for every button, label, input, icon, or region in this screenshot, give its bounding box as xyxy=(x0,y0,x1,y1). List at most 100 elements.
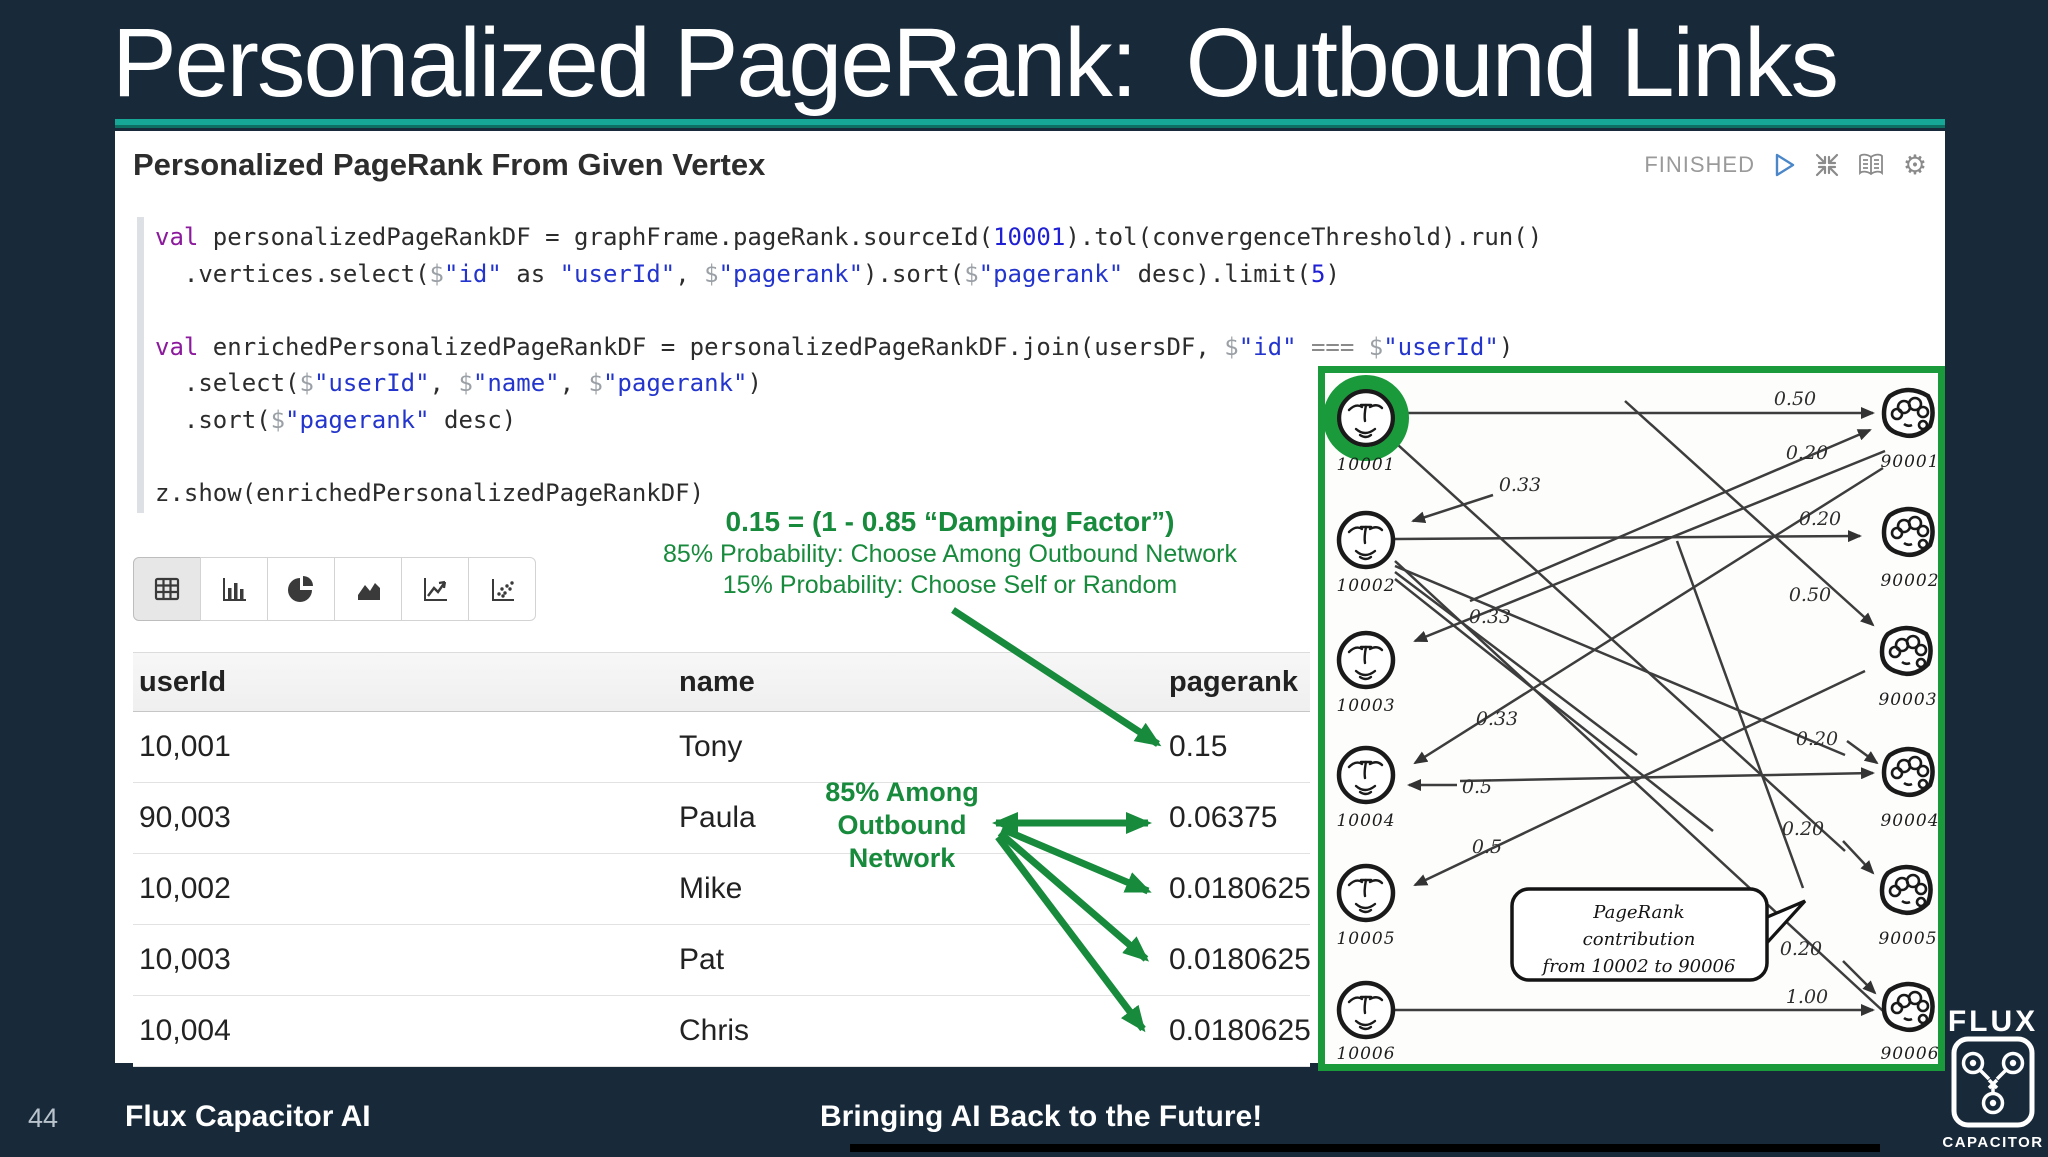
edge-weight-label: 0.20 xyxy=(1799,508,1841,530)
table-cell: 0.06375 xyxy=(1169,801,1278,834)
code-line: val enrichedPersonalizedPageRankDF = per… xyxy=(155,332,1514,361)
chart-tab-pie-chart[interactable] xyxy=(267,557,335,621)
table-header-row: userId name pagerank xyxy=(133,652,1310,712)
node-label: 10005 xyxy=(1336,929,1395,949)
item-node-icon xyxy=(1882,867,1931,913)
edge-weight-label: 0.20 xyxy=(1786,442,1828,464)
outbound-annotation: 85% Among Outbound Network xyxy=(812,776,992,875)
user-node-icon xyxy=(1339,983,1393,1037)
user-node-icon xyxy=(1339,391,1393,445)
code-line: z.show(enrichedPersonalizedPageRankDF) xyxy=(155,478,705,507)
bottom-bar xyxy=(850,1144,1880,1152)
gear-icon[interactable]: ⚙ xyxy=(1902,149,1928,180)
paragraph-status-row: FINISHED ⚙ xyxy=(1644,149,1931,181)
user-node-icon xyxy=(1339,748,1393,802)
code-line xyxy=(155,292,1542,329)
outbound-annotation-line2: Outbound xyxy=(837,810,967,840)
damping-annotation-line3: 15% Probability: Choose Self or Random xyxy=(722,571,1178,599)
node-label: 90001 xyxy=(1880,452,1938,472)
code-line: .sort($"pagerank" desc) xyxy=(155,405,517,434)
book-icon[interactable] xyxy=(1855,149,1887,181)
collapse-icon[interactable] xyxy=(1811,149,1843,181)
node-label: 10001 xyxy=(1336,455,1395,475)
table-cell: 10,003 xyxy=(139,943,231,976)
bubble-line: contribution xyxy=(1583,929,1696,950)
table-cell: 10,002 xyxy=(139,872,231,905)
edge-weight-label: 0.33 xyxy=(1476,708,1518,730)
edge-weight-label: 0.33 xyxy=(1469,606,1511,628)
damping-annotation: 0.15 = (1 - 0.85 “Damping Factor”) 85% P… xyxy=(600,505,1300,601)
logo-bottom-text: CAPACITOR xyxy=(1942,1134,2043,1151)
table-cell: 90,003 xyxy=(139,801,231,834)
item-node-icon xyxy=(1884,509,1933,555)
code-line: val personalizedPageRankDF = graphFrame.… xyxy=(155,223,1543,251)
table-row: 90,003 Paula 0.06375 xyxy=(133,783,1310,854)
user-node-icon xyxy=(1339,866,1393,920)
table-cell: Tony xyxy=(679,730,743,763)
graph-box: 0.50 0.20 0.33 0.20 0.50 0.33 0.33 0.5 0… xyxy=(1318,366,1945,1071)
paragraph-title: Personalized PageRank From Given Vertex xyxy=(133,147,766,182)
user-node-icon xyxy=(1339,633,1393,687)
column-header-name[interactable]: name xyxy=(679,665,755,698)
code-line: .vertices.select($"id" as "userId", $"pa… xyxy=(155,259,1340,288)
edge-weight-label: 0.20 xyxy=(1782,818,1824,840)
edge-weight-label: 0.20 xyxy=(1780,938,1822,960)
chart-toolbar xyxy=(133,557,536,621)
node-label: 10002 xyxy=(1336,576,1395,596)
user-node-icon xyxy=(1339,513,1393,567)
table-cell: 10,004 xyxy=(139,1014,231,1047)
node-label: 90006 xyxy=(1880,1044,1938,1064)
chart-tab-bar-chart[interactable] xyxy=(200,557,268,621)
code-line: .select($"userId", $"name", $"pagerank") xyxy=(155,369,762,397)
table-cell: 0.0180625 xyxy=(1169,1014,1311,1047)
item-node-icon xyxy=(1882,628,1931,674)
logo-top-text: FLUX xyxy=(1948,1005,2038,1038)
footer-brand: Flux Capacitor AI xyxy=(125,1100,371,1133)
node-label: 90003 xyxy=(1878,690,1937,710)
edge-weight-label: 0.20 xyxy=(1796,728,1838,750)
damping-annotation-line2: 85% Probability: Choose Among Outbound N… xyxy=(663,540,1237,568)
bubble-line: from 10002 to 90006 xyxy=(1541,956,1736,977)
node-label: 10004 xyxy=(1336,811,1395,831)
code-block[interactable]: val personalizedPageRankDF = graphFrame.… xyxy=(155,219,1542,511)
node-label: 90002 xyxy=(1880,571,1938,591)
chart-tab-area-chart[interactable] xyxy=(334,557,402,621)
node-label: 10003 xyxy=(1336,696,1395,716)
table-cell: Chris xyxy=(679,1014,750,1047)
source-vertex-highlight-ring xyxy=(1323,375,1409,461)
node-label: 90004 xyxy=(1880,811,1938,831)
play-icon[interactable] xyxy=(1767,149,1799,181)
flux-capacitor-logo: FLUX CAPACITOR xyxy=(1938,1003,2048,1152)
item-node-icon xyxy=(1884,390,1933,436)
speech-bubble: PageRank contribution from 10002 to 9000… xyxy=(1510,887,1807,982)
node-label: 90005 xyxy=(1878,929,1937,949)
table-row: 10,004 Chris 0.0180625 xyxy=(133,996,1311,1067)
column-header-pagerank[interactable]: pagerank xyxy=(1169,665,1298,698)
edge-weight-label: 0.5 xyxy=(1472,836,1502,858)
edge-weight-label: 0.50 xyxy=(1789,584,1831,606)
slide-title: Personalized PageRank: Outbound Links xyxy=(112,8,1839,117)
table-cell: Pat xyxy=(679,943,725,976)
edge-weight-label: 1.00 xyxy=(1786,986,1828,1008)
page-number: 44 xyxy=(28,1103,59,1133)
chart-tab-scatter-chart[interactable] xyxy=(468,557,536,621)
chart-tab-table[interactable] xyxy=(133,557,201,621)
chart-tab-line-chart[interactable] xyxy=(401,557,469,621)
status-badge: FINISHED xyxy=(1644,152,1755,177)
pagerank-graph: 0.50 0.20 0.33 0.20 0.50 0.33 0.33 0.5 0… xyxy=(1323,375,1939,1064)
title-underline xyxy=(115,119,1945,128)
table-cell: Paula xyxy=(679,801,756,834)
node-label: 10006 xyxy=(1336,1044,1395,1064)
outbound-annotation-line3: Network xyxy=(848,843,956,873)
table-row: 10,003 Pat 0.0180625 xyxy=(133,925,1311,996)
edge-weight-label: 0.33 xyxy=(1499,474,1541,496)
table-cell: 0.0180625 xyxy=(1169,943,1311,976)
footer-tagline: Bringing AI Back to the Future! xyxy=(820,1100,1263,1133)
damping-annotation-title: 0.15 = (1 - 0.85 “Damping Factor”) xyxy=(725,506,1175,537)
table-cell: 0.0180625 xyxy=(1169,872,1311,905)
column-header-userId[interactable]: userId xyxy=(139,665,227,698)
code-gutter xyxy=(137,217,144,513)
